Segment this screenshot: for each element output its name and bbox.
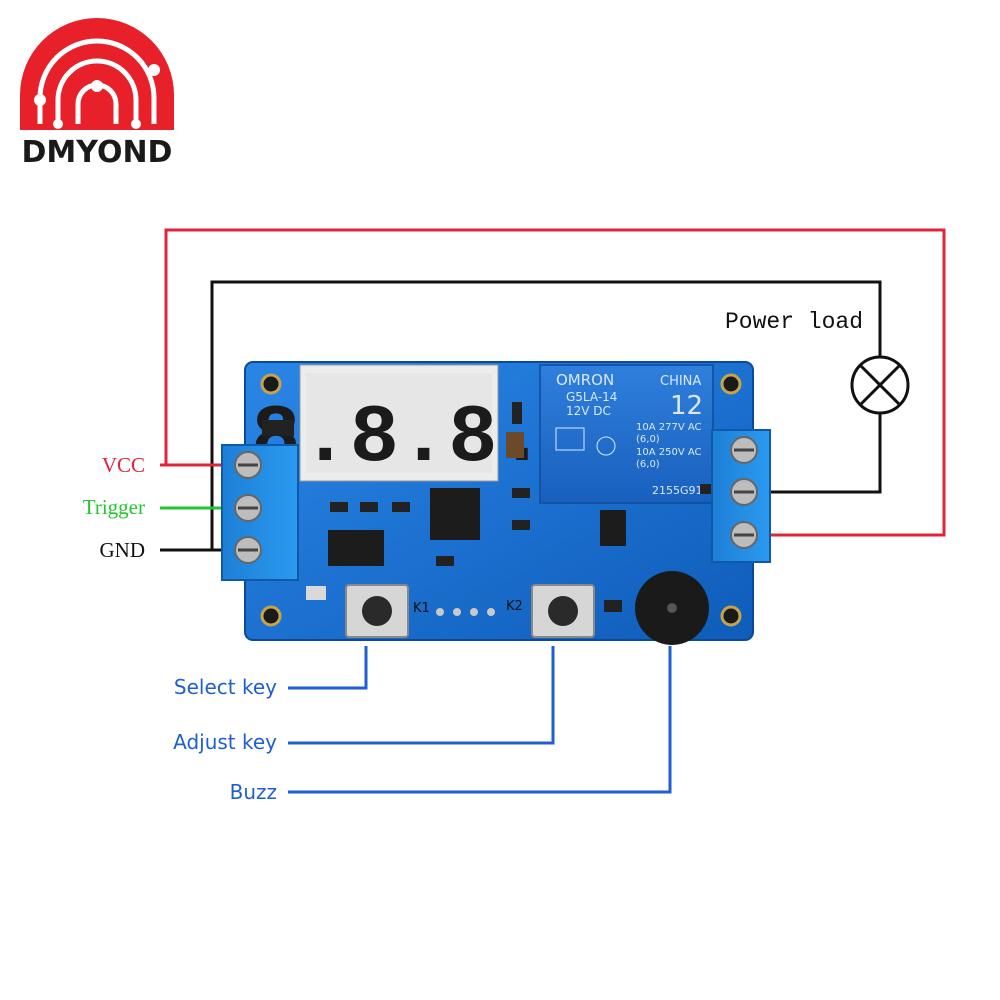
ic-chip: [430, 488, 480, 540]
terminal-screw-gnd: [234, 536, 262, 564]
logo-mark-icon: [20, 18, 174, 130]
lamp-icon: [850, 355, 910, 415]
relay-board: 8.8.8. OMRON CHINA G5LA-14 12V DC 12 10A…: [221, 361, 771, 645]
relay-terminal-block: [711, 429, 771, 563]
logo-text: DMYOND: [22, 135, 173, 170]
diode: [512, 402, 522, 424]
ul-mark-icon: [555, 427, 585, 451]
relay-model: G5LA-14: [566, 390, 617, 404]
select-key-label: Select key: [174, 675, 277, 699]
seven-segment-display: 8.8.8.: [251, 364, 547, 485]
key2-label: K2: [506, 599, 523, 614]
gnd-label: GND: [100, 538, 146, 562]
relay-rating-3: 10A 250V AC: [636, 447, 702, 458]
terminal-screw-com: [730, 478, 758, 506]
load-return-wire: [770, 410, 882, 494]
adjust-key-label: Adjust key: [173, 730, 277, 754]
trigger-label: Trigger: [83, 495, 145, 519]
select-key-line: [288, 646, 368, 690]
relay-country: CHINA: [660, 374, 701, 389]
terminal-screw-trigger: [234, 494, 262, 522]
key-k2[interactable]: [531, 584, 595, 638]
relay-voltage: 12V DC: [566, 404, 611, 418]
input-terminal-block: [221, 444, 299, 581]
relay-rating-4: (6,0): [636, 459, 660, 470]
input-wires: VCC Trigger GND: [83, 453, 222, 562]
relay-brand: OMRON: [556, 371, 614, 389]
relay: OMRON CHINA G5LA-14 12V DC 12 10A 277V A…: [539, 364, 714, 504]
terminal-screw-nc: [730, 436, 758, 464]
mounting-holes: [260, 373, 742, 627]
key1-label: K1: [413, 601, 430, 616]
optocoupler: [328, 530, 384, 566]
terminal-screw-no: [730, 521, 758, 549]
capacitor: [506, 432, 524, 458]
key-k1[interactable]: [345, 584, 409, 638]
terminal-screw-vcc: [234, 451, 262, 479]
smd-chip: [262, 420, 294, 436]
relay-rating-2: (6,0): [636, 434, 660, 445]
relay-number: 12: [670, 391, 703, 421]
buzzer-icon: [635, 571, 709, 645]
adjust-key-line: [288, 646, 555, 745]
callouts: Select key Adjust key Buzz: [173, 646, 672, 804]
buzz-line: [288, 646, 672, 794]
power-load-label: Power load: [725, 309, 863, 335]
buzz-label: Buzz: [230, 780, 277, 804]
header-pins: [436, 608, 495, 616]
brand-logo: DMYOND: [20, 18, 174, 170]
cqc-mark-icon: [596, 436, 616, 456]
vcc-label: VCC: [102, 453, 145, 477]
relay-rating-1: 10A 277V AC: [636, 422, 702, 433]
display-digits: 8.8.8.: [251, 392, 546, 485]
relay-code: 2155G91: [652, 484, 703, 497]
